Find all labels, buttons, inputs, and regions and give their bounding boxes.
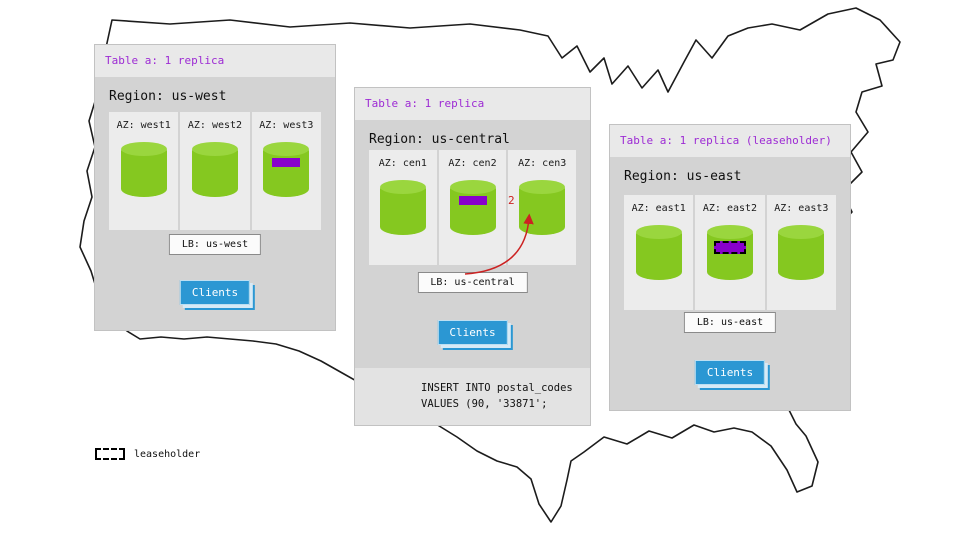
load-balancer-us-west: LB: us-west	[168, 234, 262, 255]
load-balancer-us-central: LB: us-central	[417, 272, 528, 293]
database-cylinder-icon	[263, 142, 310, 197]
az-label: AZ: west3	[259, 120, 314, 131]
az-label: AZ: cen3	[518, 158, 567, 169]
clients-button-central[interactable]: Clients	[437, 320, 508, 345]
az-label: AZ: east3	[774, 203, 829, 214]
table-replica-label: Table a: 1 replica (leaseholder)	[620, 134, 832, 147]
leaseholder-swatch-icon	[95, 448, 125, 460]
clients-button-west[interactable]: Clients	[179, 280, 251, 305]
az-cell-east2: AZ: east2	[695, 195, 765, 310]
database-cylinder-icon	[706, 225, 753, 280]
sql-query-box: INSERT INTO postal_codes VALUES (90, '33…	[355, 368, 590, 425]
az-label: AZ: east2	[702, 203, 758, 214]
region-label-us-west: Region: us-west	[109, 89, 227, 104]
legend-leaseholder: leaseholder	[95, 448, 200, 460]
database-cylinder-icon	[519, 180, 566, 235]
az-label: AZ: cen1	[378, 158, 427, 169]
table-replica-header-west: Table a: 1 replica	[95, 45, 335, 77]
region-label-us-east: Region: us-east	[624, 169, 742, 184]
replica-marker	[272, 158, 301, 167]
database-cylinder-icon	[635, 225, 682, 280]
az-label: AZ: west1	[116, 120, 171, 131]
az-row-west: AZ: west1 AZ: west2 AZ: west3	[109, 112, 321, 230]
az-label: AZ: east1	[631, 203, 686, 214]
az-cell-west2: AZ: west2	[180, 112, 250, 230]
table-replica-label: Table a: 1 replica	[105, 54, 225, 67]
az-row-east: AZ: east1 AZ: east2 AZ: east3	[624, 195, 836, 310]
table-replica-header-central: Table a: 1 replica	[355, 88, 590, 120]
region-panel-us-east: Table a: 1 replica (leaseholder) Region:…	[610, 125, 850, 410]
database-cylinder-icon	[191, 142, 238, 197]
az-cell-west3: AZ: west3	[251, 112, 321, 230]
az-label: AZ: west2	[187, 120, 243, 131]
load-balancer-us-east: LB: us-east	[683, 312, 777, 333]
region-panel-us-west: Table a: 1 replica Region: us-west AZ: w…	[95, 45, 335, 330]
table-replica-header-east: Table a: 1 replica (leaseholder)	[610, 125, 850, 157]
sql-query-line1: INSERT INTO postal_codes	[421, 382, 573, 394]
leaseholder-marker	[713, 241, 746, 254]
az-row-central: AZ: cen1 AZ: cen2 AZ: cen3	[369, 150, 577, 265]
sql-query-line2: VALUES (90, '33871';	[421, 398, 548, 411]
az-cell-east1: AZ: east1	[624, 195, 694, 310]
database-cylinder-icon	[449, 180, 496, 235]
legend-label: leaseholder	[134, 448, 201, 460]
region-label-us-central: Region: us-central	[369, 132, 510, 147]
us-map-border-path	[79, 7, 901, 523]
clients-button-east[interactable]: Clients	[694, 360, 766, 385]
database-cylinder-icon	[778, 225, 825, 280]
table-replica-label: Table a: 1 replica	[365, 97, 485, 110]
database-cylinder-icon	[120, 142, 167, 197]
region-panel-us-central: Table a: 1 replica Region: us-central AZ…	[355, 88, 590, 425]
az-cell-cen1: AZ: cen1	[369, 150, 437, 265]
database-cylinder-icon	[379, 180, 426, 235]
az-cell-cen2: AZ: cen2	[438, 150, 507, 265]
az-cell-east3: AZ: east3	[766, 195, 836, 310]
replica-marker	[458, 196, 487, 205]
az-label: AZ: cen2	[448, 158, 497, 169]
az-cell-cen3: AZ: cen3	[508, 150, 577, 265]
az-cell-west1: AZ: west1	[109, 112, 179, 230]
